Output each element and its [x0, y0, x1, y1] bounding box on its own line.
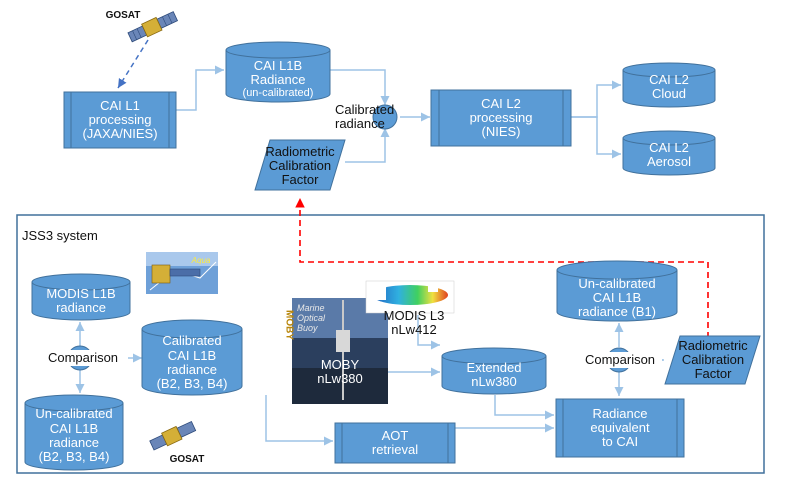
calibrated-cai-l1b-node [141, 319, 243, 396]
gosat-satellite-icon-bottom [149, 420, 197, 451]
arrow-l1-to-l1b [176, 65, 224, 111]
comparison-right-node [606, 347, 632, 373]
arrow-l2-to-cloud [571, 80, 621, 118]
arrow-l2-to-aerosol [571, 116, 621, 159]
calibrated-radiance-node [372, 104, 398, 130]
comparison-left-node [67, 345, 93, 371]
aot-retrieval-node [334, 422, 456, 464]
arrow-extended-to-receq [494, 395, 554, 420]
jss3-system-border [16, 214, 765, 474]
uncal-left-node [24, 394, 124, 471]
modis-l1b-node [31, 273, 131, 321]
gosat-satellite-icon [127, 11, 179, 43]
moby-photo [292, 298, 388, 404]
arrow-calcai-to-aot [265, 395, 333, 446]
extended-nlw380-node [441, 347, 547, 395]
aqua-satellite-image [146, 252, 218, 294]
cai-l2-aerosol-node [622, 130, 716, 176]
modis-l3-image [365, 280, 455, 314]
uncal-b1-node [556, 260, 678, 322]
arrow-l1b-to-calrad [330, 69, 390, 105]
feedback-arrow [295, 198, 709, 338]
cai-l2-processing-node [430, 89, 572, 147]
rcf-top-node [254, 139, 346, 191]
arrow-gosat-to-l1 [117, 39, 149, 89]
cai-l2-cloud-node [622, 62, 716, 108]
rcf-right-node [664, 335, 761, 385]
arrow-rcf-to-calrad [345, 128, 390, 163]
radiance-equivalent-node [555, 398, 685, 458]
cai-l1-processing-node [63, 91, 177, 149]
jss3-system-label: JSS3 system [22, 228, 98, 243]
arrow-l3-to-extended [417, 315, 440, 350]
cai-l1b-radiance-node [225, 41, 331, 103]
